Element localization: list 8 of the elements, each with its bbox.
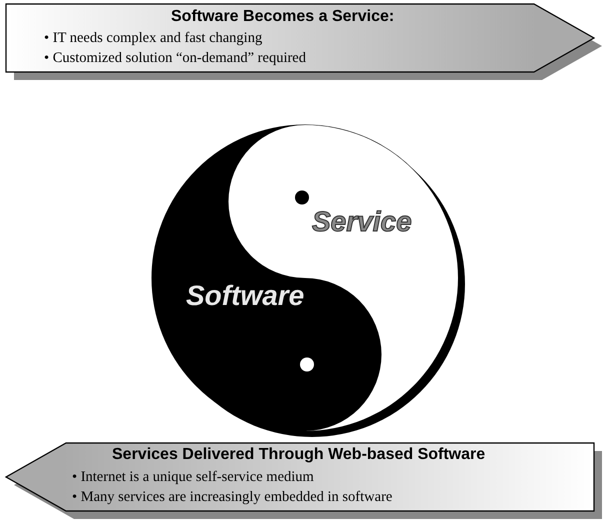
symbol-label: Service — [312, 206, 412, 238]
bullet-item: • Internet is a unique self-service medium — [72, 469, 314, 486]
banner-heading: Services Delivered Through Web-based Software — [112, 446, 486, 464]
bullet-item: • Many services are increasingly embedded in software — [72, 489, 392, 506]
bullet-item: • IT needs complex and fast changing — [44, 30, 262, 47]
bullet-item: • Customized solution “on-demand” required — [44, 50, 306, 67]
banner-heading: Software Becomes a Service: — [171, 8, 394, 26]
symbol-label: Software — [186, 280, 304, 312]
